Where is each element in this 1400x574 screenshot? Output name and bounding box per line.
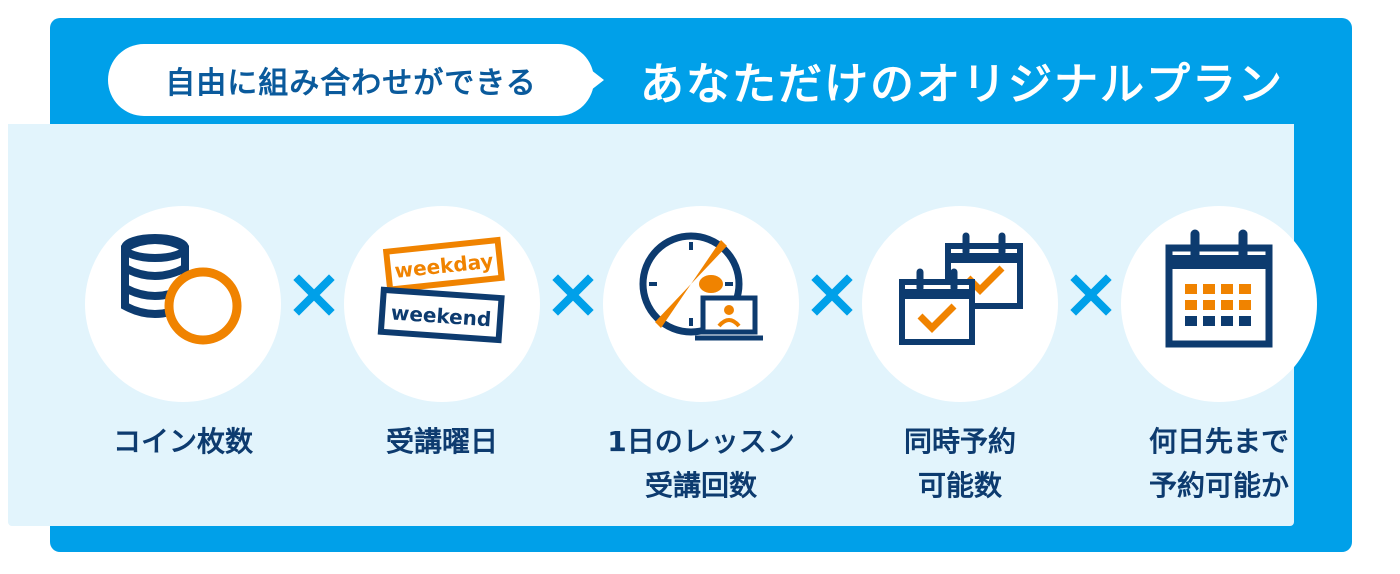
tag-pill	[108, 44, 594, 116]
headline: あなただけのオリジナルプラン	[640, 59, 1284, 110]
coins-circle	[85, 206, 281, 402]
calendar-check-circle	[862, 206, 1058, 402]
multiply-icon	[811, 274, 853, 316]
item-label-coins: コイン枚数	[112, 425, 253, 458]
tag-pill-text: 自由に組み合わせができる	[165, 66, 537, 101]
multiply-icon	[1070, 274, 1112, 316]
weekday-weekend-icon: weekday weekend	[377, 236, 505, 344]
coins-icon	[121, 234, 242, 345]
clock-lesson-circle	[603, 206, 799, 402]
weekday-weekend-circle: weekday weekend	[344, 206, 540, 402]
calendar-grid-circle	[1121, 206, 1317, 402]
clock-lesson-icon	[639, 232, 763, 341]
calendar-grid-icon	[1165, 229, 1273, 348]
item-label-weekday: 受講曜日	[385, 425, 498, 458]
item-label-reservations: 同時予約 可能数	[903, 425, 1016, 502]
multiply-icon	[552, 274, 594, 316]
item-label-advance: 何日先まで 予約可能か	[1148, 425, 1289, 502]
tag-pill-arrow	[586, 66, 604, 94]
item-label-lessons: 1日のレッスン 受講回数	[607, 425, 795, 502]
calendar-check-icon	[899, 232, 1023, 345]
multiply-icon	[293, 274, 335, 316]
